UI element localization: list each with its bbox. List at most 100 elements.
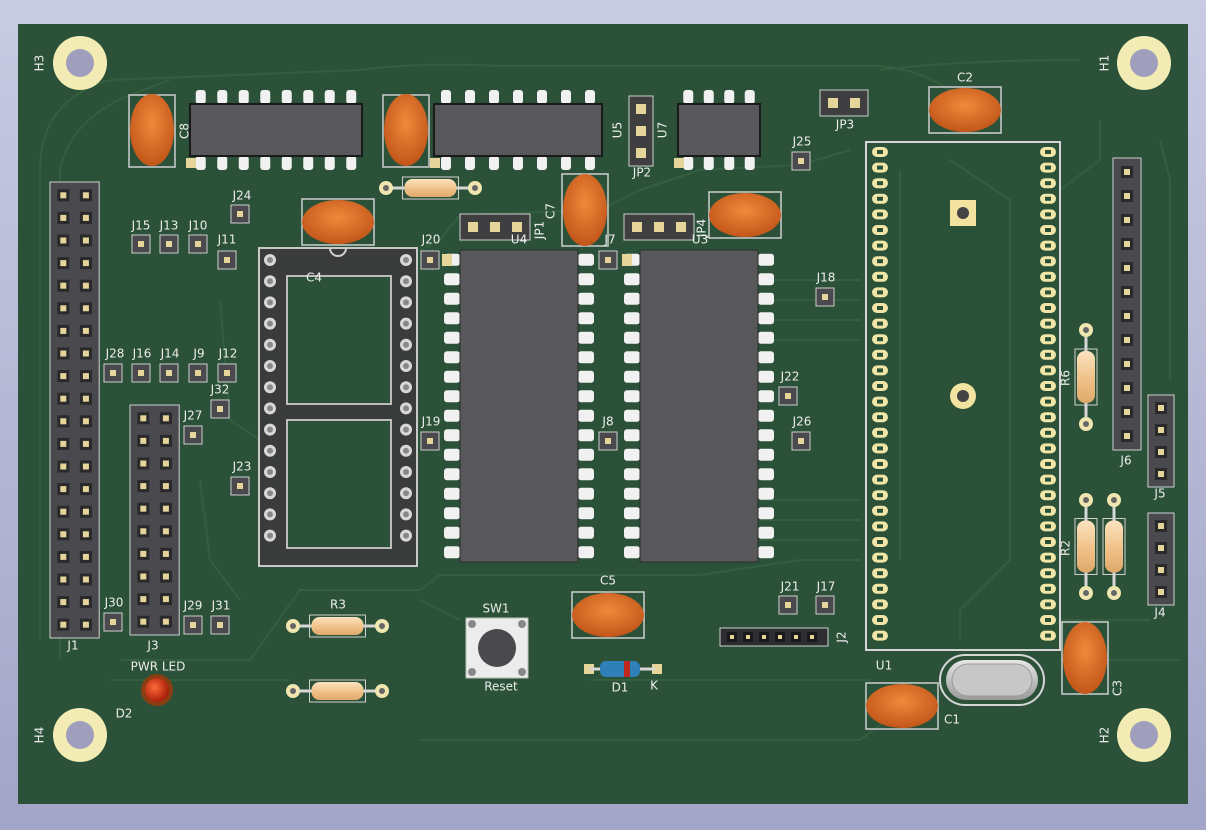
label-j6: J6: [1119, 454, 1131, 468]
testpad-j29: [183, 615, 203, 635]
chip-u4: [442, 249, 594, 563]
module-u1: [865, 141, 1061, 651]
resistor-r3: [286, 614, 389, 638]
chip-u7: [674, 90, 761, 170]
testpad-j24: [230, 204, 250, 224]
label-u1: U1: [876, 659, 892, 673]
label-h1: H1: [1098, 55, 1112, 72]
label-j17: J17: [816, 580, 836, 594]
label-j30: J30: [104, 596, 124, 610]
label-j1: J1: [66, 639, 78, 653]
testpad-j27: [183, 425, 203, 445]
label-j22: J22: [780, 370, 800, 384]
reset-switch-sw1: [465, 617, 529, 679]
label-j7: J7: [603, 233, 615, 247]
chip-c8-ic: [186, 90, 363, 170]
testpad-j10: [188, 234, 208, 254]
testpad-j22: [778, 386, 798, 406]
testpad-j26: [791, 431, 811, 451]
resistor-r2b: [1102, 493, 1126, 600]
label-j32: J32: [210, 383, 230, 397]
testpad-j25: [791, 151, 811, 171]
label-j12: J12: [218, 347, 238, 361]
label-j15: J15: [131, 219, 151, 233]
testpad-j7: [598, 250, 618, 270]
mounting-hole-h4: [53, 708, 107, 762]
label-j23: J23: [232, 460, 252, 474]
copper-traces: [39, 59, 1180, 741]
label-j21: J21: [780, 580, 800, 594]
label-j10: J10: [188, 219, 208, 233]
testpad-j16: [131, 363, 151, 383]
label-r6: R6: [1059, 370, 1073, 386]
testpad-j28: [103, 363, 123, 383]
label-j31: J31: [211, 599, 231, 613]
label-j13: J13: [159, 219, 179, 233]
testpad-j31: [210, 615, 230, 635]
label-sw1: SW1: [482, 602, 509, 616]
led-d2: [141, 674, 173, 706]
socket-c4: [258, 247, 418, 567]
label-j28: J28: [105, 347, 125, 361]
label-j20: J20: [421, 233, 441, 247]
testpad-j18: [815, 287, 835, 307]
testpad-j17: [815, 595, 835, 615]
label-jp4: JP4: [695, 219, 709, 238]
header-j3: [129, 404, 180, 636]
testpad-j30: [103, 612, 123, 632]
label-j29: J29: [183, 599, 203, 613]
mounting-hole-h1: [1117, 36, 1171, 90]
testpad-j14: [159, 363, 179, 383]
header-j2: [719, 627, 829, 647]
testpad-j12: [217, 363, 237, 383]
jumper-jp4: [623, 213, 695, 241]
label-u3: U3: [692, 233, 708, 247]
testpad-j11: [217, 250, 237, 270]
header-j1: [49, 181, 100, 639]
label-c8: C8: [178, 123, 192, 139]
chip-u3: [622, 249, 774, 563]
resistor-r2: [1074, 493, 1098, 600]
testpad-j9: [188, 363, 208, 383]
capacitor-c4-top: [301, 198, 375, 246]
label-c5: C5: [600, 574, 616, 588]
label-j24: J24: [232, 189, 252, 203]
capacitor-c3: [1061, 621, 1109, 695]
label-h2: H2: [1098, 727, 1112, 744]
label-j11: J11: [217, 233, 237, 247]
label-j26: J26: [792, 415, 812, 429]
header-j4: [1147, 512, 1175, 606]
capacitor-c2: [928, 86, 1002, 134]
testpad-j8: [598, 431, 618, 451]
resistor-top: [379, 176, 482, 200]
jumper-jp2: [628, 95, 654, 167]
testpad-j32: [210, 399, 230, 419]
label-pwr-led: PWR LED: [131, 660, 186, 674]
label-c7: C7: [544, 203, 558, 219]
testpad-j15: [131, 234, 151, 254]
resistor-r6: [1074, 323, 1098, 431]
header-j5: [1147, 394, 1175, 488]
label-u5: U5: [611, 122, 625, 138]
label-jp3: JP3: [835, 118, 854, 132]
testpad-j23: [230, 476, 250, 496]
testpad-j21: [778, 595, 798, 615]
label-j25: J25: [792, 135, 812, 149]
capacitor-c8: [128, 94, 176, 168]
label-r3: R3: [330, 598, 346, 612]
label-h3: H3: [33, 55, 47, 72]
label-c2: C2: [957, 71, 973, 85]
capacitor-c7: [561, 173, 609, 247]
label-j2: J2: [835, 631, 849, 643]
label-d2: D2: [116, 707, 133, 721]
jumper-jp3: [819, 89, 869, 117]
crystal-x1: [939, 654, 1045, 706]
label-j18: J18: [816, 271, 836, 285]
label-c3: C3: [1111, 680, 1125, 696]
chip-u5: [430, 90, 603, 170]
label-d1: D1: [612, 681, 629, 695]
capacitor-c1: [865, 682, 939, 730]
label-jp1: JP1: [533, 221, 547, 240]
